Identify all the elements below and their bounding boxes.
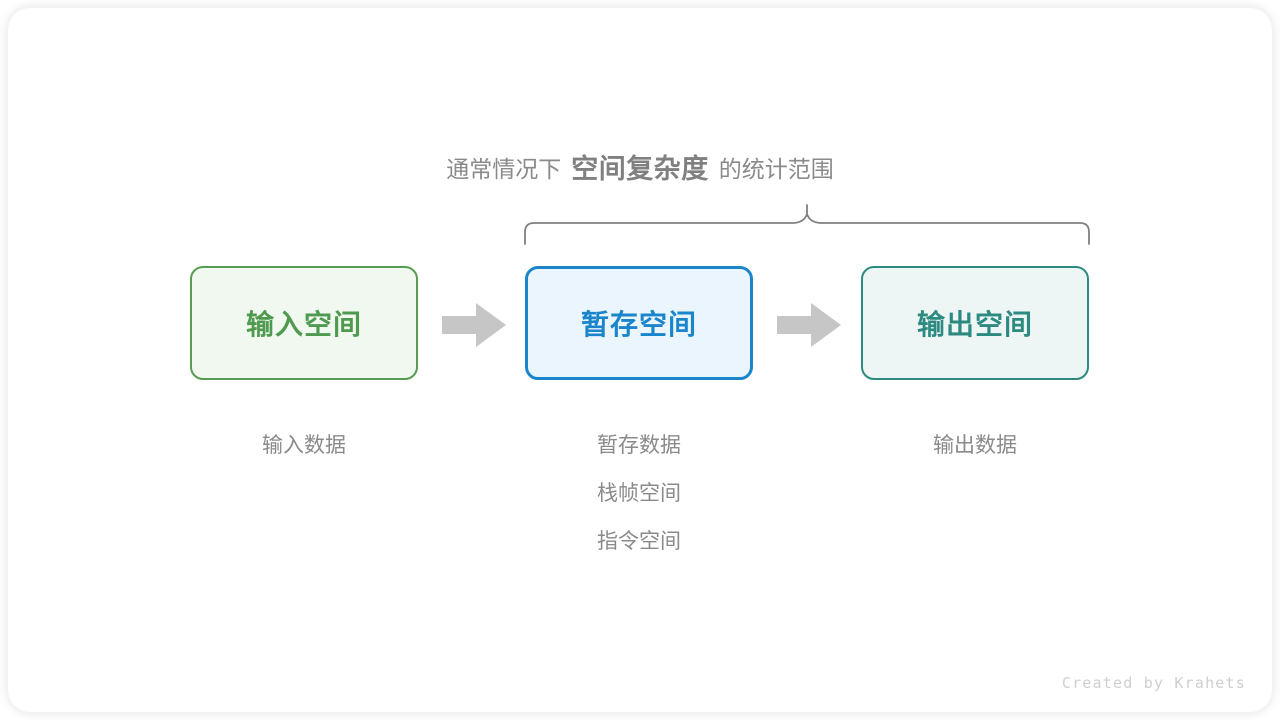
right-arrow-icon xyxy=(442,303,506,347)
label-item: 栈帧空间 xyxy=(597,482,681,505)
box-output-space-label: 输出空间 xyxy=(916,309,1033,340)
curly-brace-icon xyxy=(524,204,1090,245)
box-output-space[interactable]: 输出空间 xyxy=(861,266,1089,380)
caption-suffix: 的统计范围 xyxy=(718,155,834,182)
arrow-input-to-temp xyxy=(442,303,506,347)
box-temp-space-label: 暂存空间 xyxy=(580,309,697,340)
caption-emphasis: 空间复杂度 xyxy=(571,153,709,184)
arrow-temp-to-output xyxy=(777,303,841,347)
label-item: 输入数据 xyxy=(262,434,346,457)
label-item: 指令空间 xyxy=(597,530,681,553)
box-temp-space[interactable]: 暂存空间 xyxy=(525,266,753,380)
box-input-space[interactable]: 输入空间 xyxy=(190,266,418,380)
box-input-space-label: 输入空间 xyxy=(245,309,362,340)
label-item: 暂存数据 xyxy=(597,434,681,457)
watermark: Created by Krahets xyxy=(1061,674,1246,692)
labels-output-column: 输出数据 xyxy=(861,422,1089,470)
brace-caption: 通常情况下空间复杂度的统计范围 xyxy=(0,148,1280,188)
curly-brace xyxy=(515,196,1100,252)
label-item: 输出数据 xyxy=(933,434,1017,457)
caption-prefix: 通常情况下 xyxy=(446,155,562,182)
labels-input-column: 输入数据 xyxy=(190,422,418,470)
labels-temp-column: 暂存数据 栈帧空间 指令空间 xyxy=(525,422,753,566)
right-arrow-icon xyxy=(777,303,841,347)
